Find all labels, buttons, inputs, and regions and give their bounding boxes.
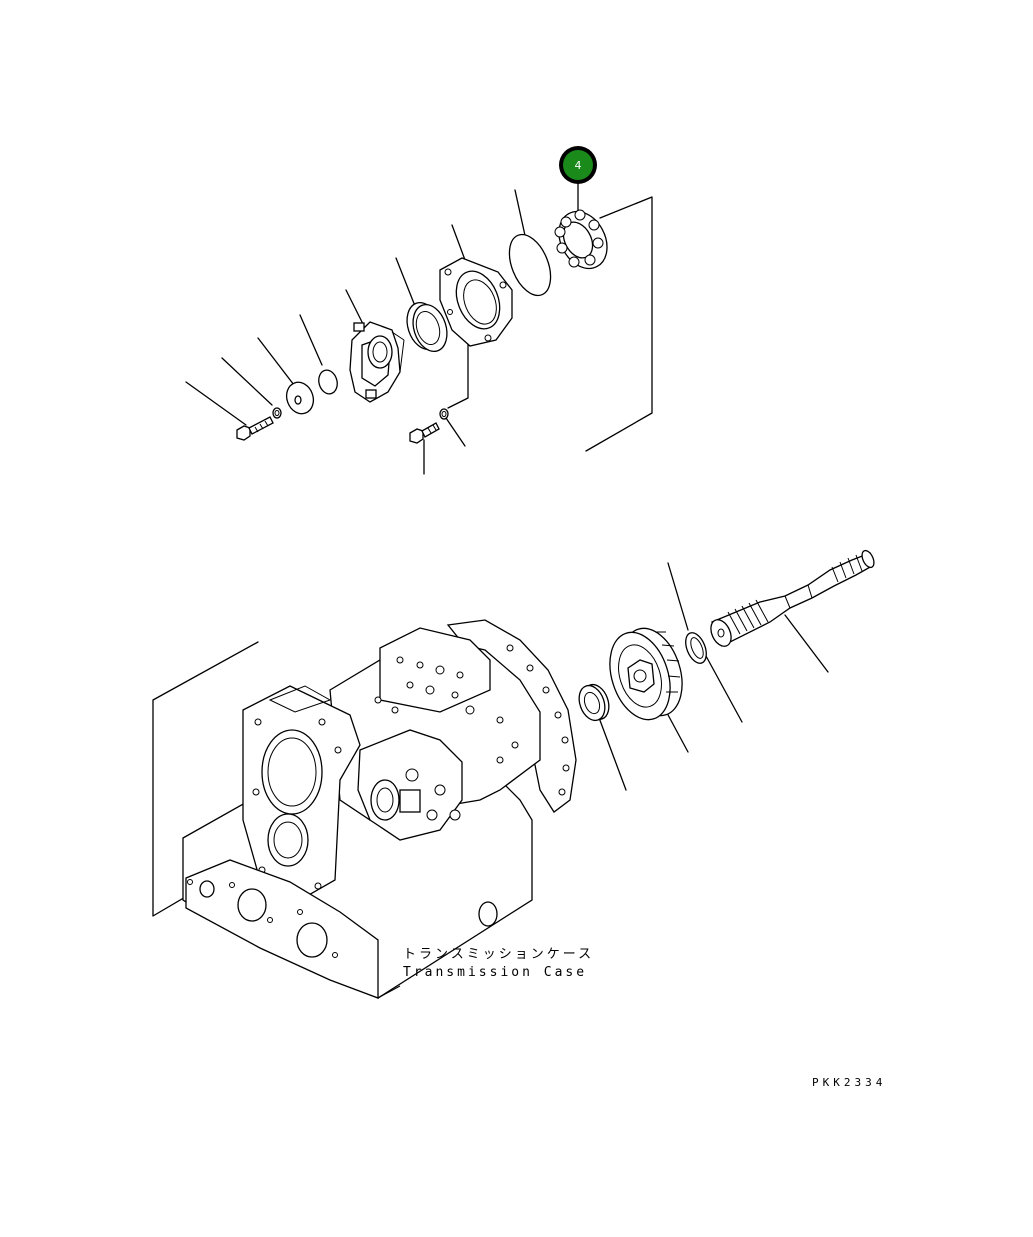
ball-bearing [554, 209, 608, 270]
case-label-japanese: トランスミッションケース [403, 947, 594, 962]
plate-washer [285, 381, 315, 415]
drawing-code: PKK2334 [812, 1076, 886, 1089]
transmission-case: トランスミッションケース Transmission Case [152, 619, 594, 999]
snap-ring [685, 632, 707, 664]
bolt-bottom [409, 422, 440, 444]
seal-sleeve [406, 301, 448, 353]
washer-small-left [272, 407, 282, 419]
coupling-yoke [349, 321, 405, 403]
bolt-left [236, 416, 274, 441]
drive-gear [609, 627, 683, 721]
upper-group-bracket [585, 196, 653, 452]
needle-bearing [578, 683, 610, 722]
washer-small-bottom [439, 408, 449, 420]
input-shaft [710, 549, 875, 647]
case-label-english: Transmission Case [403, 965, 587, 980]
callout-4[interactable]: 4 [559, 146, 597, 184]
upper-leader-lines [185, 182, 579, 475]
callout-4-badge [563, 150, 593, 180]
callout-4-number: 4 [575, 159, 582, 172]
o-ring-large [508, 233, 552, 297]
bearing-housing [439, 257, 513, 347]
o-ring-small [318, 369, 338, 395]
lower-leader-lines [597, 562, 829, 791]
